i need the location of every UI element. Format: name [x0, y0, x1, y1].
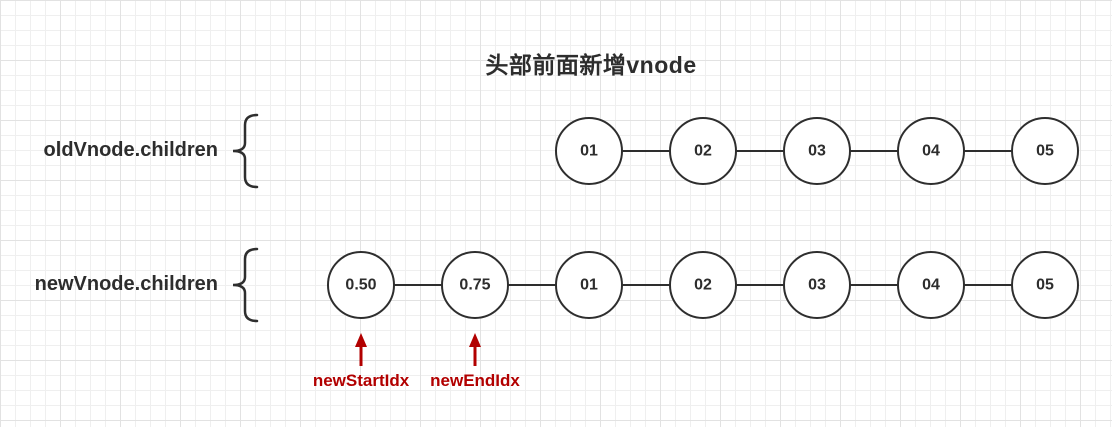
node-value: 0.75	[459, 277, 490, 294]
pointer-arrow-head-icon	[355, 333, 367, 347]
row-brace	[232, 247, 259, 323]
node-value: 05	[1036, 143, 1054, 160]
node-value: 01	[580, 277, 598, 294]
node-value: 02	[694, 277, 712, 294]
node-circle	[1011, 117, 1079, 185]
node-value: 01	[580, 143, 598, 160]
node-value: 04	[922, 277, 940, 294]
row-label-new-vnode-children: newVnode.children	[34, 273, 218, 295]
node-value: 0.50	[345, 277, 376, 294]
row-brace	[232, 113, 259, 189]
node-value: 05	[1036, 277, 1054, 294]
node-value: 03	[808, 277, 826, 294]
pointer-label-new-start-idx: newStartIdx	[312, 371, 410, 390]
node-value: 04	[922, 143, 940, 160]
pointer-arrow-head-icon	[469, 333, 481, 347]
node-value: 03	[808, 143, 826, 160]
diagram-title: 头部前面新增vnode	[485, 52, 697, 78]
pointer-label-new-end-idx: newEndIdx	[430, 371, 520, 390]
node-circle	[1011, 251, 1079, 319]
row-label-old-vnode-children: oldVnode.children	[43, 139, 218, 161]
node-value: 02	[694, 143, 712, 160]
